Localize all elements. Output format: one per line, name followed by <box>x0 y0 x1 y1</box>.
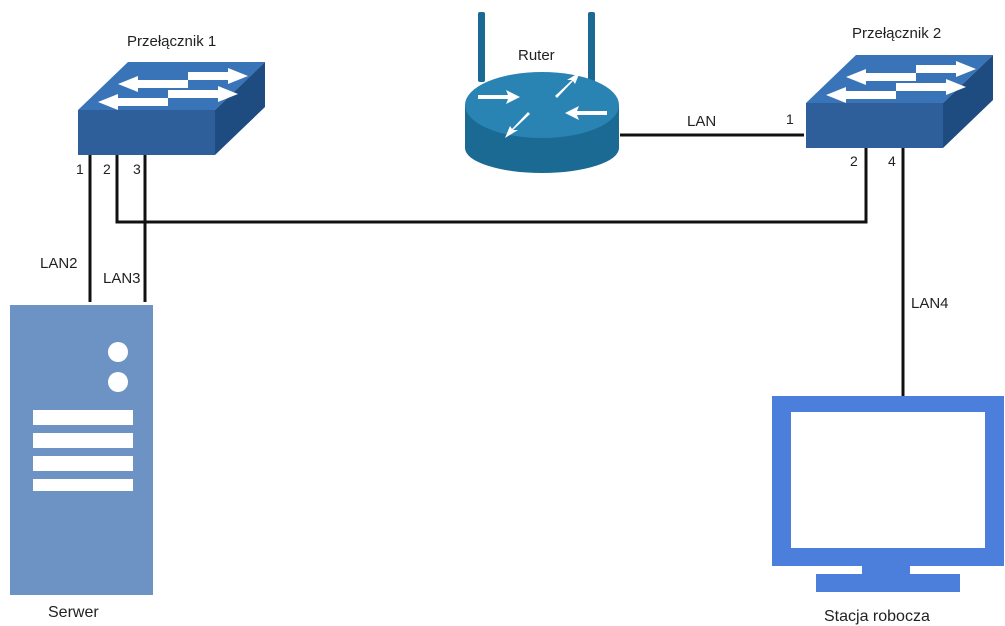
server-slot-3 <box>33 456 133 471</box>
server-body <box>10 305 153 595</box>
server-led-2 <box>108 372 128 392</box>
monitor-neck <box>862 566 910 574</box>
lan3-label: LAN3 <box>103 270 141 287</box>
workstation[interactable] <box>772 396 1004 592</box>
router-antenna-right <box>588 12 595 82</box>
server-slot-2 <box>33 433 133 448</box>
lan4-label: LAN4 <box>911 295 949 312</box>
switch-2-side <box>943 55 993 148</box>
switch-1[interactable] <box>78 62 265 155</box>
switch-2-label: Przełącznik 2 <box>852 25 941 42</box>
switch-2[interactable] <box>806 55 993 148</box>
switch-1-port-2: 2 <box>103 161 111 177</box>
lan2-label: LAN2 <box>40 255 78 272</box>
switch-1-front <box>78 110 215 155</box>
router-top <box>465 72 619 138</box>
switch-2-port-2: 2 <box>850 153 858 169</box>
server-label: Serwer <box>48 604 99 621</box>
switch-1-port-3: 3 <box>133 161 141 177</box>
switch-arrows-icon <box>826 61 976 103</box>
server-led-1 <box>108 342 128 362</box>
server[interactable] <box>10 305 153 595</box>
switch-arrows-icon <box>98 68 248 110</box>
switch-1-label: Przełącznik 1 <box>127 33 216 50</box>
switch-1-port-1: 1 <box>76 161 84 177</box>
router-arrows-icon <box>478 72 607 138</box>
monitor-base <box>816 574 960 592</box>
workstation-label: Stacja robocza <box>824 608 930 625</box>
monitor-screen <box>791 412 985 548</box>
server-slot-4 <box>33 479 133 491</box>
switch-2-port-1: 1 <box>786 111 794 127</box>
switch-2-port-4: 4 <box>888 153 896 169</box>
router-antenna-left <box>478 12 485 82</box>
server-slot-1 <box>33 410 133 425</box>
switch-2-front <box>806 103 943 148</box>
switch-1-side <box>215 62 265 155</box>
router-label: Ruter <box>518 47 555 64</box>
cables <box>88 133 905 396</box>
lan-label: LAN <box>687 113 716 130</box>
router[interactable] <box>465 12 619 173</box>
cable-switch1-switch2 <box>115 148 868 224</box>
